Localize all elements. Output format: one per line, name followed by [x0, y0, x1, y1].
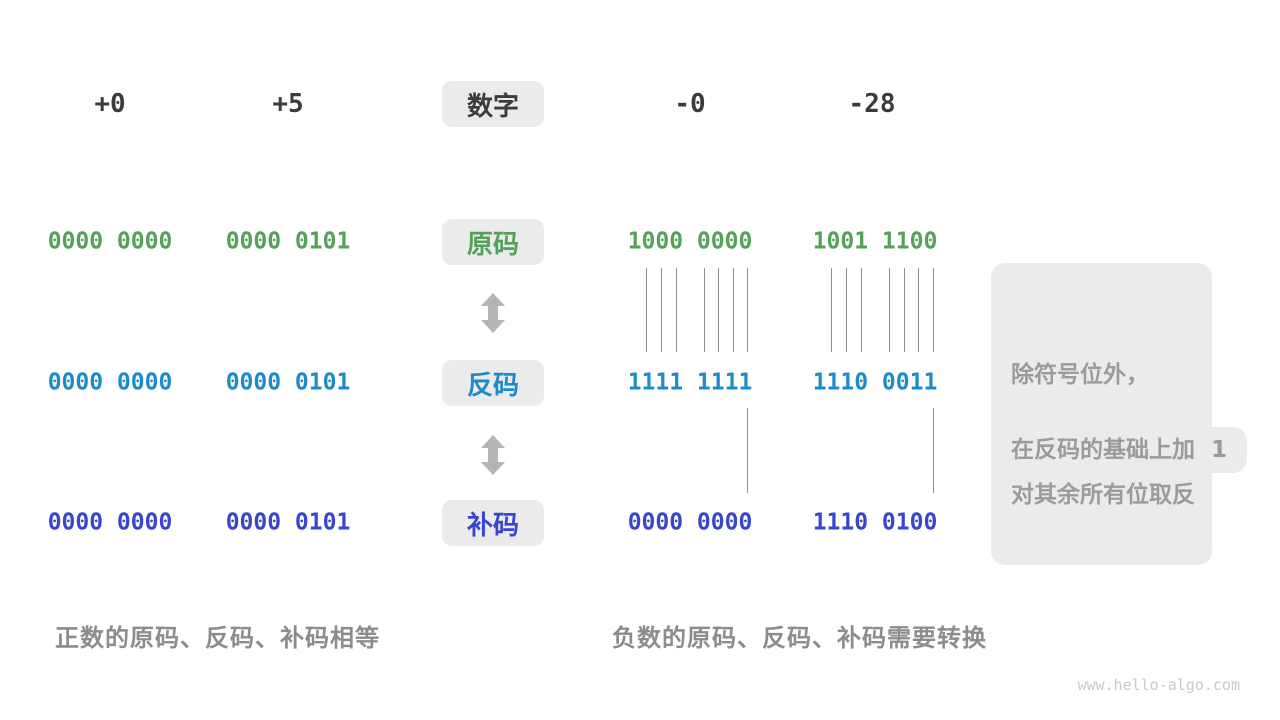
- header-label-number: 数字: [441, 81, 545, 127]
- ones-complement-label: 反码: [441, 360, 545, 406]
- negative-numbers-caption: 负数的原码、反码、补码需要转换: [612, 624, 987, 652]
- ones-complement-minus28: 1110 0011: [812, 369, 938, 396]
- ones-complement-minus0: 1111 1111: [627, 369, 753, 396]
- ones-complement-plus0: 0000 0000: [47, 369, 173, 396]
- twos-complement-minus0: 0000 0000: [627, 509, 753, 536]
- invert-bits-note: 除符号位外， 对其余所有位取反: [991, 263, 1212, 565]
- sign-magnitude-minus28: 1001 1100: [812, 228, 938, 255]
- invert-bits-note-line1: 除符号位外，: [1011, 362, 1149, 388]
- header-value-plus5: +5: [272, 89, 304, 119]
- sign-magnitude-plus0: 0000 0000: [47, 228, 173, 255]
- swap-arrow-icon: [481, 435, 505, 475]
- header-value-plus0: +0: [94, 89, 126, 119]
- header-value-minus28: -28: [848, 89, 896, 119]
- sign-magnitude-label: 原码: [441, 219, 545, 265]
- swap-arrow-icon: [481, 293, 505, 333]
- ones-complement-plus5: 0000 0101: [225, 369, 351, 396]
- sign-magnitude-minus0: 1000 0000: [627, 228, 753, 255]
- twos-complement-minus28: 1110 0100: [812, 509, 938, 536]
- add-one-note: 在反码的基础上加 1: [991, 427, 1248, 473]
- twos-complement-label: 补码: [441, 500, 545, 546]
- header-value-minus0: -0: [674, 89, 706, 119]
- twos-complement-plus5: 0000 0101: [225, 509, 351, 536]
- positive-numbers-caption: 正数的原码、反码、补码相等: [55, 624, 380, 652]
- invert-bits-note-line2: 对其余所有位取反: [1011, 482, 1195, 508]
- sign-magnitude-plus5: 0000 0101: [225, 228, 351, 255]
- twos-complement-plus0: 0000 0000: [47, 509, 173, 536]
- watermark-url: www.hello-algo.com: [1077, 676, 1240, 694]
